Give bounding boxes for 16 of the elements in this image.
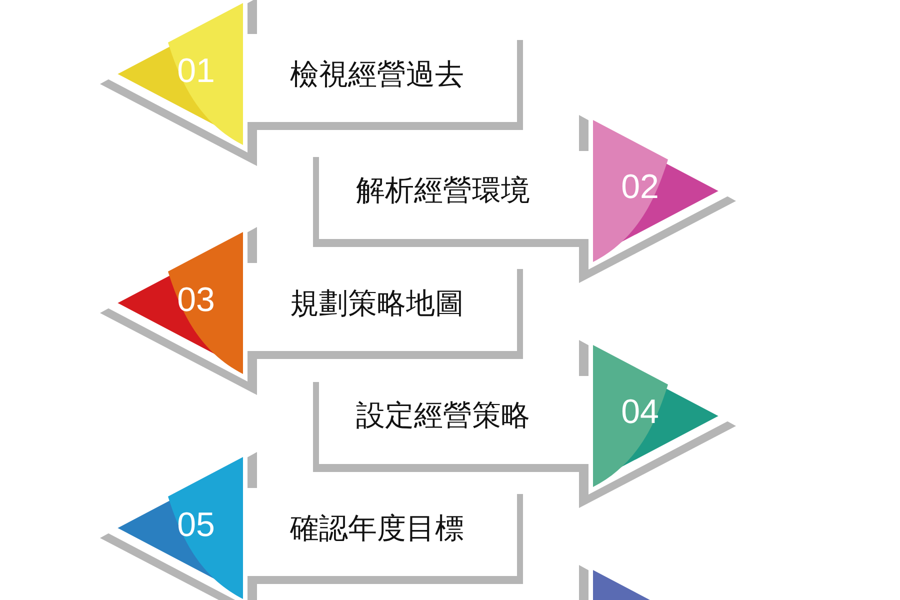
step-arrow (99, 0, 524, 167)
step-label: 檢視經營過去 (290, 59, 464, 91)
step-arrow (99, 451, 524, 600)
step-number: 01 (177, 54, 215, 88)
step-label: 解析經營環境 (356, 175, 530, 207)
step-number: 02 (621, 170, 659, 204)
step-triangle (578, 564, 652, 600)
step-label: 規劃策略地圖 (290, 288, 464, 320)
step-number: 04 (621, 395, 659, 429)
step-arrow (312, 339, 737, 509)
step-number: 03 (177, 283, 215, 317)
step-number: 05 (177, 508, 215, 542)
step-label: 設定經營策略 (356, 400, 530, 432)
step-arrow (99, 226, 524, 396)
step-arrow (312, 114, 737, 284)
step-label: 確認年度目標 (290, 513, 464, 545)
